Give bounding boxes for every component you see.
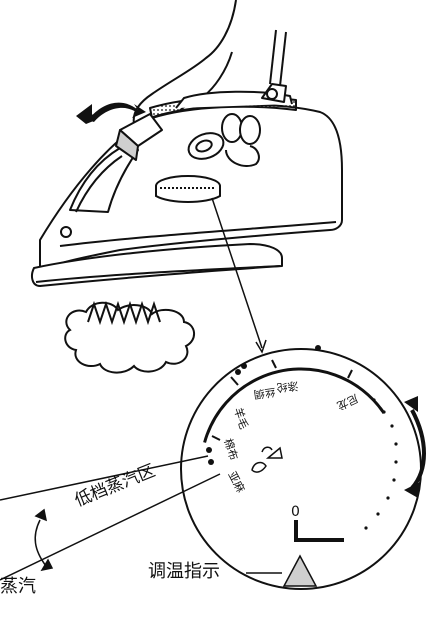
temp-indicator-label: 调温指示 bbox=[148, 561, 220, 582]
setting-polyester: 涤纶 bbox=[276, 379, 299, 395]
setting-wool: 羊毛 bbox=[231, 406, 251, 431]
setting-cotton: 棉布 bbox=[221, 437, 241, 462]
low-steam-bracket bbox=[0, 455, 221, 581]
rotate-arrow-icon bbox=[404, 396, 426, 498]
zero-mark: 0 bbox=[291, 504, 300, 520]
iron-temp-knob bbox=[155, 175, 221, 203]
spray-buttons-icon bbox=[187, 113, 261, 168]
setting-silk: 丝绸 bbox=[253, 385, 277, 402]
steam-cloud-icon bbox=[64, 300, 195, 374]
toggle-arrow-icon bbox=[76, 102, 146, 124]
steam-iron-icon bbox=[31, 29, 343, 287]
steam-cutoff-label: 蒸汽 bbox=[0, 576, 36, 597]
indicator-triangle-icon bbox=[246, 554, 318, 587]
